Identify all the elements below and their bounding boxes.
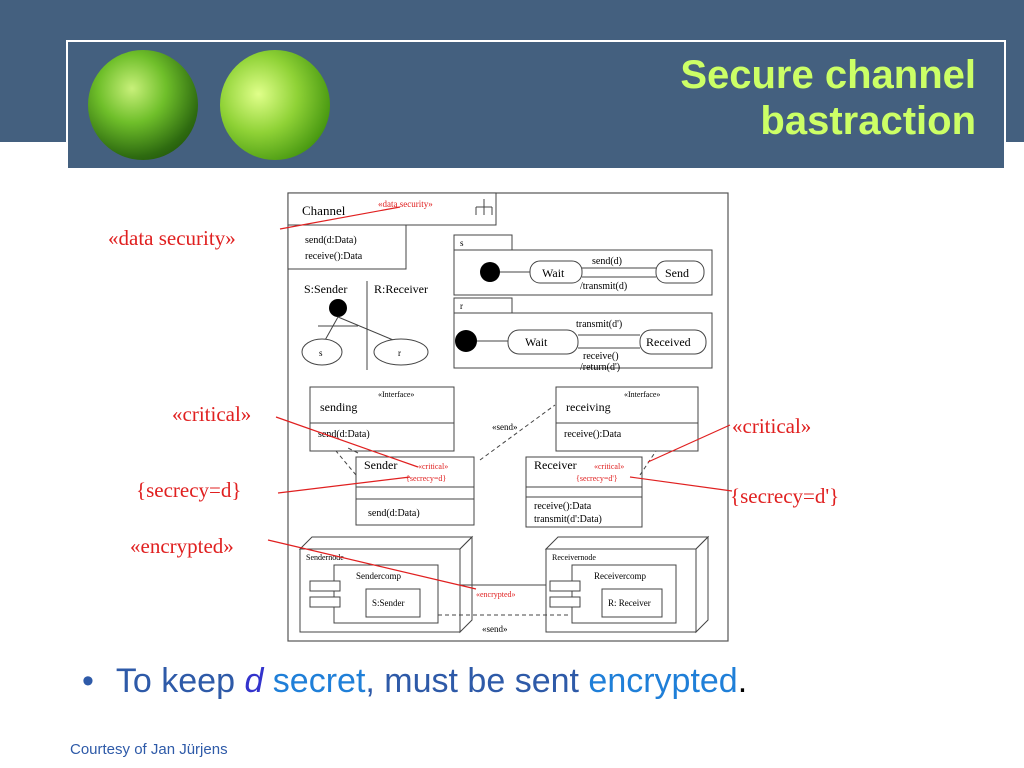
t-receive: receive(): [583, 351, 619, 362]
if-sending-name: sending: [320, 400, 357, 414]
class-sender: Sender «critical» {secrecy=d} send(d:Dat…: [355, 456, 475, 526]
channel-op-receive: receive():Data: [305, 251, 363, 262]
bullet-text-encrypted: encrypted: [588, 662, 738, 700]
if-stereo-receiving: «Interface»: [624, 390, 660, 399]
anno-encrypted: «encrypted»: [130, 534, 234, 558]
courtesy-text: Courtesy of Jan Jürjens: [70, 741, 228, 758]
t-transmit-d: /transmit(d): [580, 281, 627, 292]
title-line-2: bastraction: [760, 99, 976, 143]
anno-critical-left: «critical»: [172, 402, 251, 426]
channel-label: Channel: [302, 203, 346, 218]
state-received: Received: [646, 335, 691, 349]
bullet-text-d: d: [244, 662, 264, 700]
anno-critical-right: «critical»: [732, 414, 811, 438]
interface-sending: «Interface» sending send(d:Data): [309, 386, 455, 452]
s-sender-obj: S:Sender: [372, 598, 405, 608]
slide-title: Secure channel bastraction: [376, 52, 976, 144]
bullet-text-1: To keep: [115, 662, 245, 700]
sub-r: r: [398, 348, 401, 358]
r-receiver-obj: R: Receiver: [608, 598, 651, 608]
node-receiver: Receivernode Receivercomp R: Receiver: [544, 535, 710, 634]
if-receiving-name: receiving: [566, 400, 611, 414]
bullet-point: • To keep d secret, must be sent encrypte…: [82, 662, 747, 701]
bullet-text-period: .: [737, 662, 748, 700]
sm-s-label: s: [460, 238, 464, 248]
receiver-class-op2: transmit(d':Data): [534, 514, 602, 525]
if-stereo-sending: «Interface»: [378, 390, 414, 399]
if-sending-op: send(d:Data): [318, 429, 370, 440]
sub-s: s: [319, 348, 323, 358]
channel-stereo: «data security»: [378, 199, 433, 209]
interface-receiving: «Interface» receiving receive():Data: [555, 386, 699, 452]
send-dependency: «send»: [492, 422, 518, 432]
state-machine-r: r Wait Received transmit(d') receive() /…: [453, 297, 713, 373]
title-line-1: Secure channel: [680, 53, 976, 97]
receivernode-label: Receivernode: [552, 553, 596, 562]
bullet-text-2: , must be sent: [365, 662, 589, 700]
t-return: /return(d'): [580, 362, 620, 373]
anno-secrecy-d: {secrecy=d}: [136, 478, 241, 502]
send-bottom: «send»: [482, 624, 508, 634]
anno-secrecy-d2: {secrecy=d'}: [730, 484, 839, 508]
anno-data-security: «data security»: [108, 226, 236, 250]
receiver-class-op1: receive():Data: [534, 501, 592, 512]
sender-secrecy-small: {secrecy=d}: [406, 474, 446, 483]
bullet-dot: •: [82, 662, 94, 700]
receiver-critical-small: «critical»: [594, 462, 624, 471]
receivercomp-label: Receivercomp: [594, 571, 646, 581]
receiver-label: R:Receiver: [374, 282, 428, 296]
sendercomp-label: Sendercomp: [356, 571, 401, 581]
sender-critical-small: «critical»: [418, 462, 448, 471]
t-transmit-d2: transmit(d'): [576, 319, 622, 330]
t-send-d: send(d): [592, 256, 622, 267]
receiver-class-name: Receiver: [534, 458, 577, 472]
state-wait-1: Wait: [542, 266, 565, 280]
if-receiving-op: receive():Data: [564, 429, 622, 440]
sender-class-name: Sender: [364, 458, 397, 472]
leaf-image-left: [88, 50, 198, 160]
uml-diagram: Channel «data security» send(d:Data) rec…: [108, 192, 839, 642]
state-machine-s: s Wait Send send(d) /transmit(d): [453, 234, 713, 296]
sender-label: S:Sender: [304, 282, 347, 296]
sender-class-op: send(d:Data): [368, 508, 420, 519]
state-send: Send: [665, 266, 689, 280]
sm-r-label: r: [460, 301, 463, 311]
receiver-secrecy-small: {secrecy=d'}: [576, 474, 618, 483]
encrypted-small: «encrypted»: [476, 590, 516, 599]
leaf-image-right: [220, 50, 330, 160]
class-receiver: Receiver «critical» {secrecy=d'} receive…: [525, 456, 643, 528]
sendernode-label: Sendernode: [306, 553, 344, 562]
state-wait-2: Wait: [525, 335, 548, 349]
channel-box: Channel «data security» send(d:Data) rec…: [287, 192, 497, 270]
node-sender: Sendernode Sendercomp S:Sender: [298, 535, 474, 634]
bullet-text-secret: secret: [263, 662, 366, 700]
channel-op-send: send(d:Data): [305, 235, 357, 246]
